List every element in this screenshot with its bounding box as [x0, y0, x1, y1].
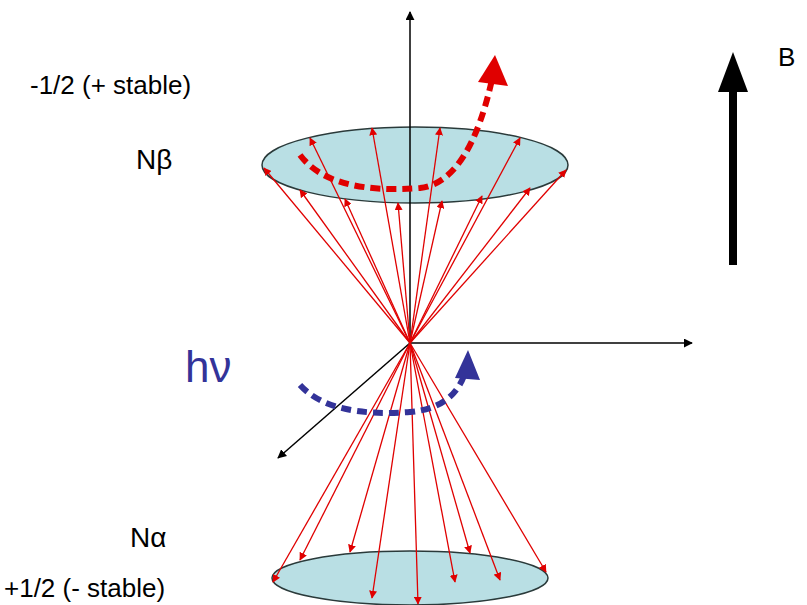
upper-cone-rim: [262, 127, 568, 203]
field-arrow-shaft: [729, 85, 737, 265]
spin-vectors-beta: [264, 128, 566, 343]
spin-state-label: +1/2 (- stable): [4, 575, 165, 601]
spin-vectors-alpha: [273, 343, 546, 604]
spin-state-label: -1/2 (+ stable): [30, 72, 191, 98]
photon-energy-label: hν: [185, 345, 231, 389]
precession-arrowhead-blue: [455, 350, 480, 380]
field-label: B: [778, 44, 795, 70]
population-label: Nα: [130, 524, 166, 552]
lower-cone-rim: [272, 551, 548, 605]
precession-arrowhead-red: [478, 55, 508, 86]
axes: [278, 12, 692, 458]
precession-arc-blue: [300, 370, 466, 413]
population-label: Nβ: [136, 146, 172, 174]
field-arrow-head: [718, 52, 748, 92]
precession-arc-red: [300, 75, 493, 189]
